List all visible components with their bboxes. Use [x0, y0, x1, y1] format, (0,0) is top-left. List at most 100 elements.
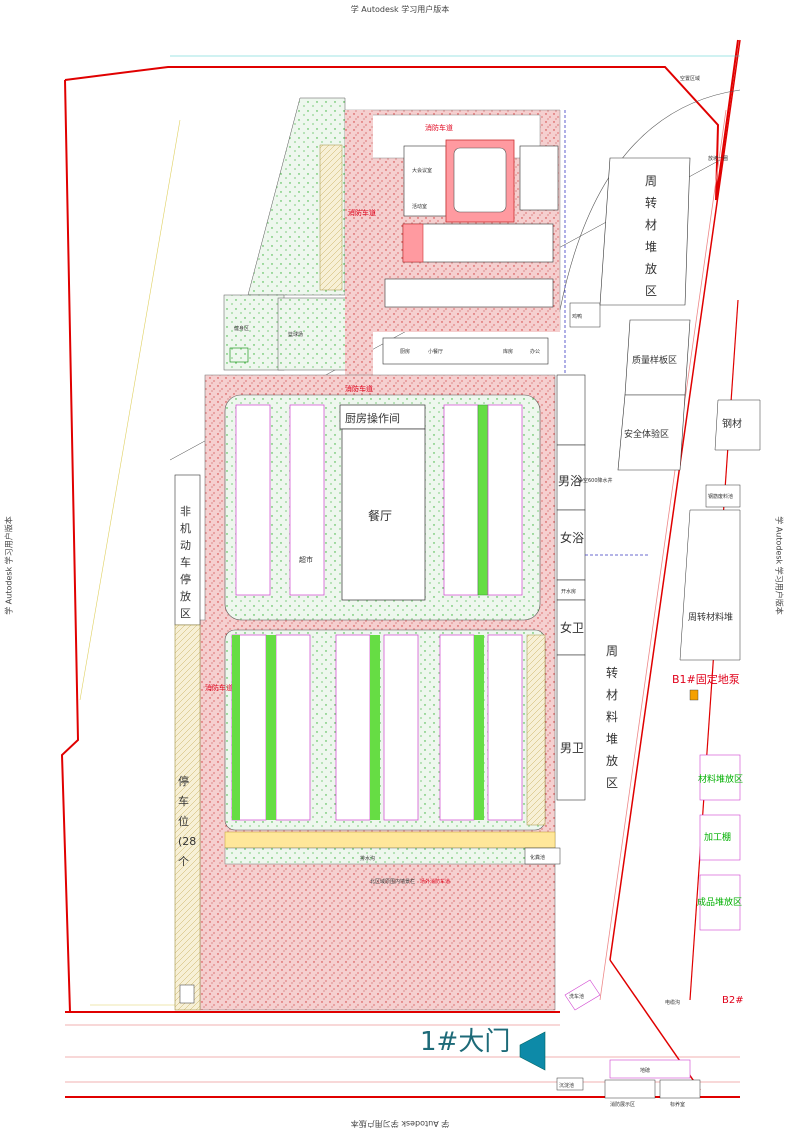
dorm-strip-e — [232, 635, 240, 820]
jiyan-label: 鸡鸭 — [572, 313, 582, 320]
turnTop-char: 堆 — [645, 240, 657, 254]
dorm-strip-f — [266, 635, 276, 820]
pump-label: B1#固定地泵 — [672, 672, 740, 686]
settle-pool — [556, 1077, 584, 1091]
turnover-yard-top — [599, 157, 691, 306]
steel-scrap-label: 钢筋废料池 — [708, 493, 733, 500]
septic-label: 化粪池 — [530, 854, 545, 861]
main-gate-label: 1#大门 — [420, 1027, 510, 1057]
site-boundary — [64, 39, 739, 201]
non-motor-parking — [174, 474, 201, 626]
fitness-zone — [223, 294, 285, 371]
dorm-block-f — [275, 634, 311, 821]
canteen-north-row — [382, 337, 549, 365]
north-office-row-red — [402, 223, 424, 263]
north-road-left — [345, 110, 373, 380]
dorm-block-j — [487, 634, 523, 821]
parkLbl-char: (28 — [178, 835, 196, 848]
fire-demo-zone — [604, 1079, 656, 1099]
safety-zone — [617, 394, 686, 471]
steel-label: 钢材 — [722, 417, 742, 430]
road-label: 场外消防车道 — [420, 878, 450, 885]
nonMotor-char: 非 — [180, 505, 191, 518]
small-dining-label: 小餐厅 — [428, 348, 443, 355]
turnMid-char: 材 — [606, 688, 618, 702]
activity-label: 活动室 — [412, 203, 427, 210]
fire-lane-mid: 消防车道 — [345, 384, 373, 393]
south-yellow-strip — [224, 831, 556, 849]
turnMid-char: 转 — [606, 665, 618, 680]
male-bath-label: 男浴 — [558, 474, 582, 488]
boiler-label: 开水房 — [561, 588, 576, 595]
right-boundary — [609, 39, 741, 961]
small-shed — [569, 302, 601, 328]
dorm-block-b — [289, 404, 325, 596]
turnTop-char: 材 — [645, 218, 657, 232]
nonMotor-char: 停 — [180, 572, 191, 586]
watermark-top: 学 Autodesk 学习用户版本 — [350, 5, 450, 14]
fire-demo-label: 消防展示区 — [610, 1101, 635, 1108]
nonMotor-char: 区 — [180, 607, 191, 620]
washroom-label: 洗车池 — [569, 993, 584, 1000]
finished-yard — [699, 874, 741, 931]
dorm-block-c — [443, 404, 479, 596]
boiler-room — [556, 374, 586, 446]
female-wc-label: 女卫 — [560, 620, 584, 635]
guard-room — [659, 1079, 701, 1099]
yellow-edge — [79, 119, 181, 701]
pump-marker — [689, 689, 699, 701]
dorm-strip-i — [474, 635, 484, 820]
kitchen-label: 厨房操作间 — [345, 411, 400, 425]
weighbridge-label: 地磅 — [640, 1067, 650, 1074]
ball-court — [277, 297, 349, 371]
dorm-block-g — [335, 634, 371, 821]
turnover-right-label: 周转材料堆 — [688, 611, 733, 623]
canteen-label: 餐厅 — [368, 508, 392, 523]
fitness-label: 健身区 — [234, 325, 249, 332]
supermarket-label: 超市 — [299, 555, 313, 564]
nonMotor-char: 放 — [180, 589, 191, 603]
courtyard-inner — [453, 147, 507, 213]
parkLbl-char: 停 — [178, 774, 189, 788]
quality-sample-label: 质量样板区 — [632, 354, 677, 366]
turnTop-char: 区 — [645, 284, 657, 298]
workshop — [699, 814, 741, 861]
north-road-bottom — [345, 312, 560, 332]
washroom-box — [564, 979, 601, 1011]
site-boundary-left — [60, 79, 80, 1013]
dorm-block-h — [383, 634, 419, 821]
parkLbl-char: 位 — [178, 814, 189, 828]
cable-label: 电缆沟 — [665, 999, 680, 1006]
turnMid-char: 区 — [606, 776, 618, 790]
ball-court-label: 篮球场 — [288, 331, 303, 338]
water-well-label: 净空600降水井 — [578, 477, 613, 484]
north-office-right — [519, 145, 559, 211]
north-dorm-row — [384, 278, 554, 308]
male-wc-label: 男卫 — [560, 741, 584, 755]
weighbridge — [609, 1059, 691, 1079]
steel-zone — [714, 399, 761, 451]
conference-hall — [403, 145, 447, 217]
gate-icon — [519, 1031, 546, 1071]
nonMotor-char: 车 — [180, 555, 191, 569]
bike-racks-east — [526, 634, 546, 826]
empty-zone-label: 空置区域 — [680, 75, 700, 82]
male-wc-room — [556, 654, 586, 801]
dorm-block-i — [439, 634, 475, 821]
female-wc-room — [556, 599, 586, 656]
male-bath-room — [556, 444, 586, 511]
septic-box — [524, 847, 561, 865]
car-parking — [174, 624, 201, 1011]
parkLbl-char: 车 — [178, 794, 189, 808]
finished-yard-label: 成品堆放区 — [697, 896, 742, 908]
dorm-strip-c — [477, 404, 489, 596]
office-label: 办公 — [530, 348, 540, 355]
b2-label: B2# — [722, 995, 744, 1006]
slope-label: 放坡一圈 — [708, 155, 728, 162]
steel-scrap-pool — [705, 484, 741, 508]
turnMid-char: 堆 — [606, 732, 618, 746]
